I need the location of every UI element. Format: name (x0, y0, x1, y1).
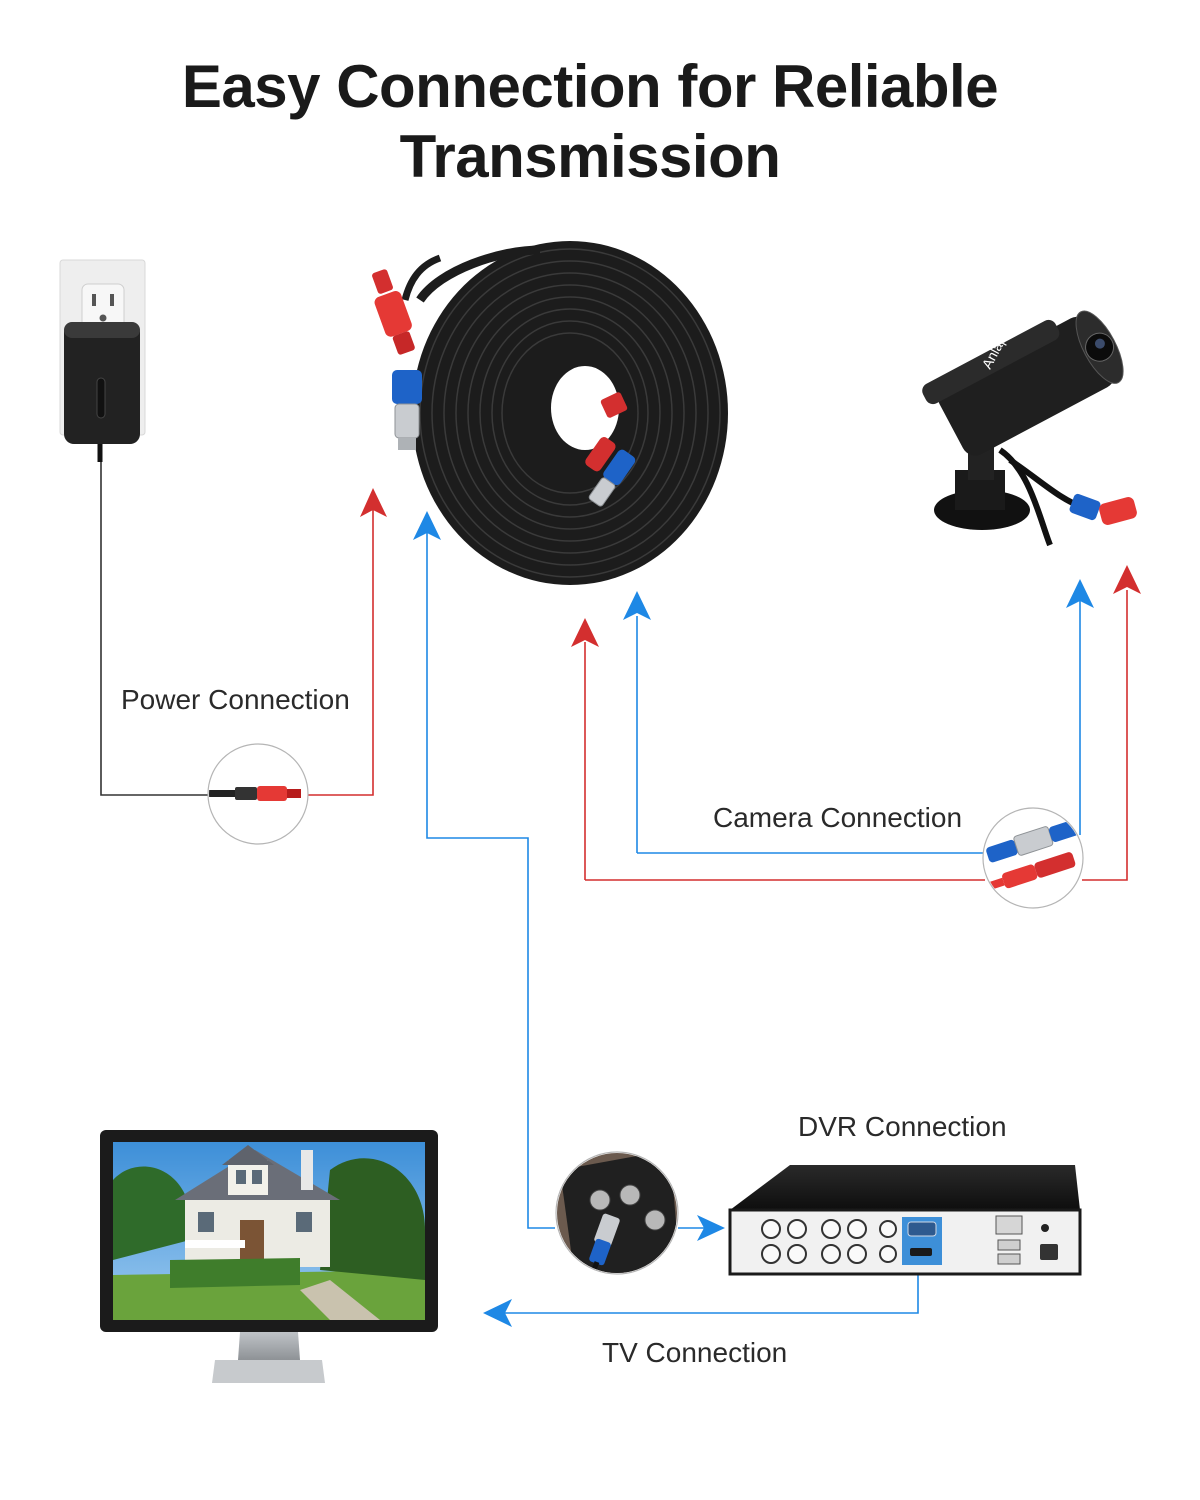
power-plug-detail (207, 743, 309, 845)
dvr-connection-label: DVR Connection (798, 1111, 1007, 1142)
monitor-icon (100, 1130, 438, 1383)
coax-cable-icon (372, 241, 728, 585)
dvr-port-detail (555, 1151, 679, 1275)
title-line-2: Transmission (399, 123, 781, 190)
title-line-1: Easy Connection for Reliable (181, 53, 999, 120)
camera-connection-label: Camera Connection (713, 802, 963, 833)
camera-plug-detail (982, 807, 1084, 909)
dvr-recorder-icon (728, 1165, 1082, 1276)
power-adapter-icon (64, 322, 140, 462)
bullet-camera-icon: Anlapus (922, 310, 1137, 547)
page-title: Easy Connection for Reliable Transmissio… (0, 52, 1180, 192)
tv-connection-label: TV Connection (602, 1337, 788, 1368)
power-connection-label: Power Connection (121, 684, 350, 715)
